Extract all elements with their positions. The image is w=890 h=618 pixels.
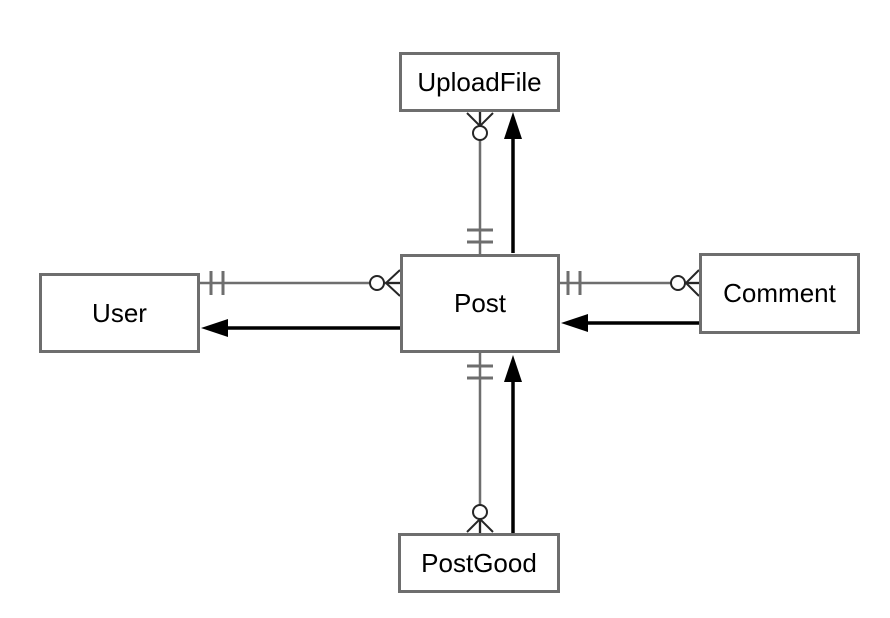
one-marker-icon: [467, 228, 493, 244]
relation-post-postgood: [466, 353, 494, 533]
arrow-post-to-user: [201, 319, 400, 337]
arrowhead-icon: [504, 355, 522, 382]
entity-comment: Comment: [699, 253, 860, 334]
zero-or-many-marker-icon: [466, 504, 494, 533]
entity-post-good: PostGood: [398, 533, 560, 593]
zero-or-many-marker-icon: [369, 269, 401, 297]
one-marker-icon: [209, 271, 225, 295]
entity-label: Post: [453, 288, 507, 318]
entity-user: User: [39, 273, 200, 353]
entity-post: Post: [400, 254, 560, 353]
entity-label: Comment: [723, 278, 836, 308]
arrow-comment-to-post: [561, 314, 699, 332]
relation-user-post: [200, 269, 401, 297]
zero-or-many-marker-icon: [670, 269, 700, 297]
one-marker-icon: [566, 271, 582, 295]
entity-label: User: [92, 297, 147, 328]
relation-post-uploadfile: [466, 112, 494, 254]
one-marker-icon: [467, 364, 493, 380]
zero-or-many-marker-icon: [466, 112, 494, 141]
arrow-post-to-uploadfile: [504, 112, 522, 253]
arrowhead-icon: [201, 319, 228, 337]
arrow-postgood-to-post: [504, 355, 522, 533]
entity-label: PostGood: [421, 547, 537, 578]
entity-upload-file: UploadFile: [399, 52, 560, 112]
arrowhead-icon: [504, 112, 522, 139]
relation-post-comment: [560, 269, 700, 297]
entity-label: UploadFile: [417, 66, 542, 97]
arrowhead-icon: [561, 314, 588, 332]
